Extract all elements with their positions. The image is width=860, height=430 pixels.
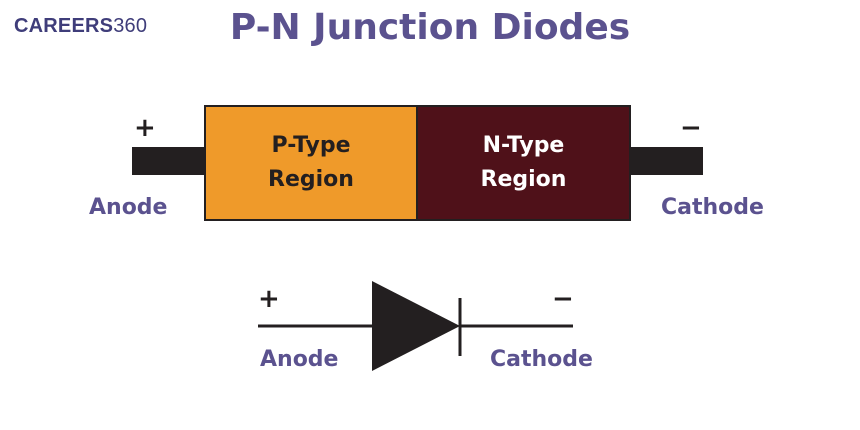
logo-brand: CAREERS xyxy=(14,15,114,37)
careers360-logo: CAREERS360 xyxy=(14,14,147,38)
symbol-anode-label: Anode xyxy=(260,347,339,372)
block-cathode-label: Cathode xyxy=(661,195,764,220)
block-minus-sign: − xyxy=(680,113,702,143)
n-region-label-line2: Region xyxy=(480,167,567,192)
block-anode-label: Anode xyxy=(89,195,168,220)
block-plus-sign: + xyxy=(134,113,156,143)
n-type-region: N-Type Region xyxy=(416,105,631,221)
p-region-label-line2: Region xyxy=(268,167,354,192)
anode-lead xyxy=(132,147,206,175)
logo-number: 360 xyxy=(113,15,148,37)
diode-triangle xyxy=(372,281,460,371)
cathode-lead xyxy=(629,147,703,175)
symbol-cathode-label: Cathode xyxy=(490,347,593,372)
p-region-label-line1: P-Type xyxy=(271,133,351,158)
symbol-plus-sign: + xyxy=(258,284,280,314)
page-title: P-N Junction Diodes xyxy=(229,7,631,48)
p-type-region: P-Type Region xyxy=(204,105,418,221)
n-region-label-line1: N-Type xyxy=(482,133,565,158)
symbol-minus-sign: − xyxy=(552,284,574,314)
